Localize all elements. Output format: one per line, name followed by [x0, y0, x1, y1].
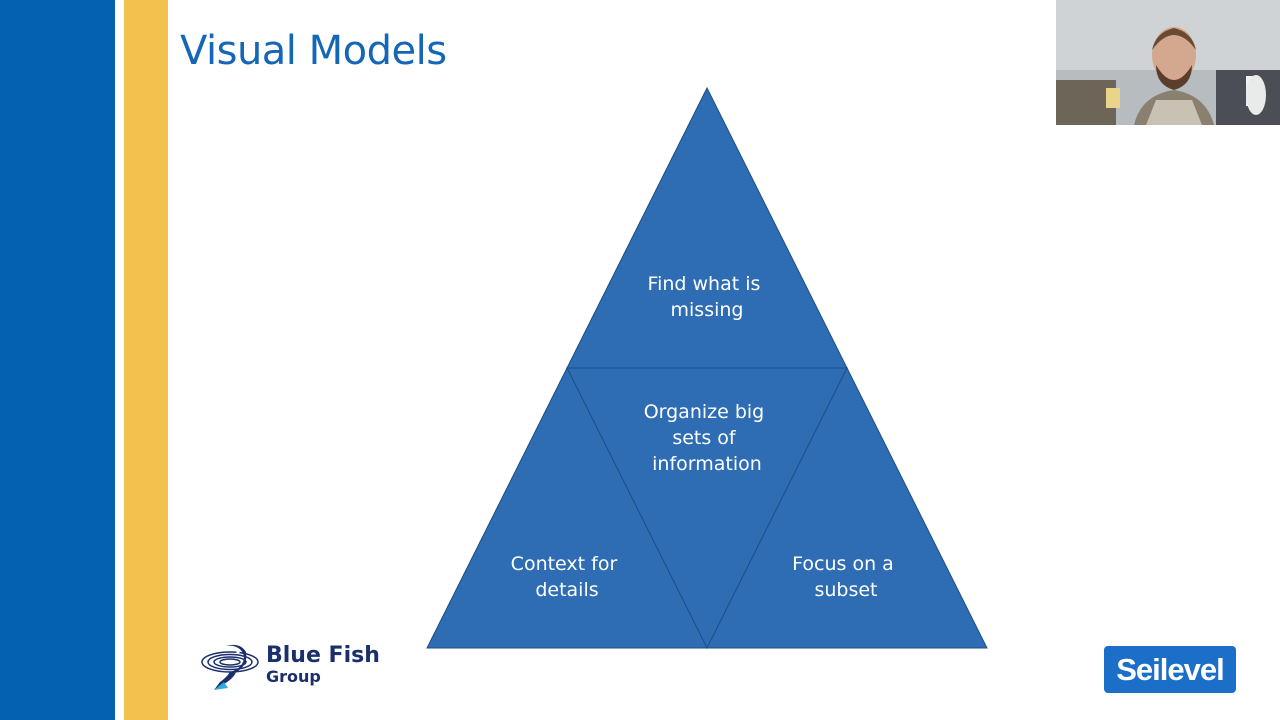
slide-title: Visual Models	[180, 28, 447, 74]
label-right: Focus on a subset	[792, 553, 900, 601]
seilevel-logo: Seilevel	[1104, 646, 1236, 693]
bluefish-subtitle: Group	[266, 667, 321, 686]
triangle-right	[706, 366, 988, 649]
label-left: Context for details	[511, 553, 624, 601]
label-center: Organize big sets of information	[644, 401, 771, 475]
bluefish-name: Blue Fish	[266, 643, 380, 668]
presenter-video-icon	[1056, 0, 1280, 125]
triangle-left	[426, 366, 708, 649]
bluefish-fish-icon	[201, 644, 259, 690]
left-blue-bar	[0, 0, 115, 720]
label-top: Find what is missing	[648, 273, 767, 321]
triangle-top	[566, 86, 848, 369]
left-yellow-bar	[124, 0, 168, 720]
webcam-video	[1056, 0, 1280, 125]
bluefish-logo: Blue Fish Group	[200, 640, 380, 696]
